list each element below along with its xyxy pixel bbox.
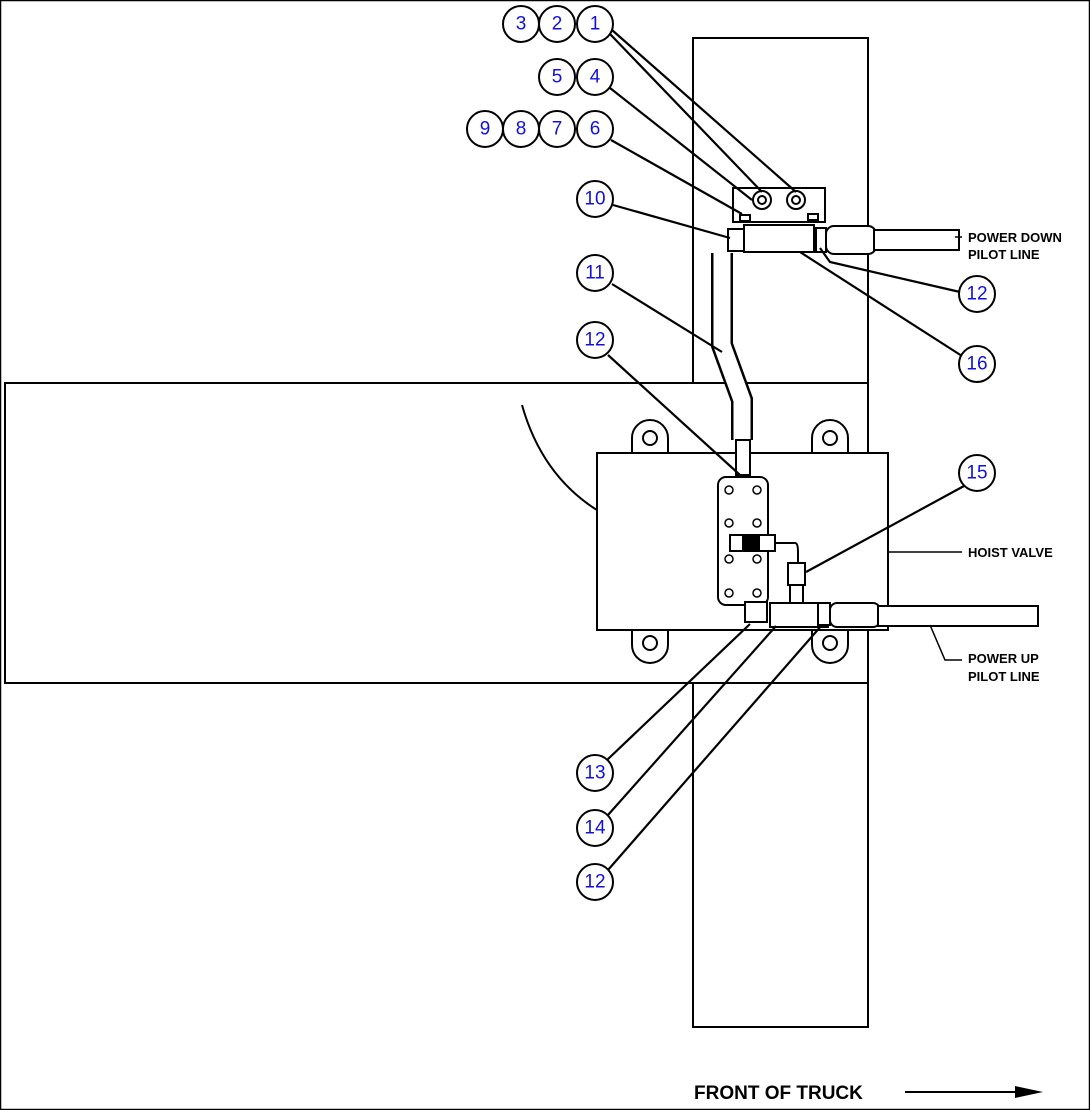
callout-12-lower[interactable]: 12 — [576, 863, 614, 901]
callout-14[interactable]: 14 — [576, 809, 614, 847]
callout-1[interactable]: 1 — [576, 5, 614, 43]
svg-text:15: 15 — [966, 463, 987, 484]
callout-16[interactable]: 16 — [958, 345, 996, 383]
callout-3[interactable]: 3 — [502, 5, 540, 43]
label-power-up: POWER UP — [968, 651, 1039, 666]
arrow-right-icon — [905, 1086, 1043, 1098]
svg-text:4: 4 — [590, 67, 601, 88]
label-front-of-truck: FRONT OF TRUCK — [694, 1083, 863, 1104]
svg-text:9: 9 — [480, 119, 491, 140]
pilot-valve-block — [711, 187, 960, 476]
svg-text:5: 5 — [552, 67, 563, 88]
svg-text:14: 14 — [584, 818, 606, 839]
svg-text:1: 1 — [590, 14, 601, 35]
leader-lines — [606, 29, 965, 871]
callout-4[interactable]: 4 — [576, 58, 614, 96]
label-power-up-pilot: PILOT LINE — [968, 669, 1040, 684]
svg-text:2: 2 — [552, 14, 563, 35]
svg-text:7: 7 — [552, 119, 563, 140]
svg-text:6: 6 — [590, 119, 601, 140]
power-down-line — [873, 229, 960, 251]
callout-9[interactable]: 9 — [466, 110, 504, 148]
svg-text:8: 8 — [516, 119, 527, 140]
callout-10[interactable]: 10 — [576, 180, 614, 218]
svg-text:12: 12 — [584, 330, 605, 351]
callout-15[interactable]: 15 — [958, 454, 996, 492]
callout-2[interactable]: 2 — [538, 5, 576, 43]
svg-text:3: 3 — [516, 14, 527, 35]
callout-12-right[interactable]: 12 — [958, 275, 996, 313]
callout-8[interactable]: 8 — [502, 110, 540, 148]
callout-7[interactable]: 7 — [538, 110, 576, 148]
svg-text:12: 12 — [584, 872, 605, 893]
callout-13[interactable]: 13 — [576, 754, 614, 792]
callout-12-upper[interactable]: 12 — [576, 321, 614, 359]
label-hoist-valve: HOIST VALVE — [968, 545, 1053, 560]
callout-11[interactable]: 11 — [576, 254, 614, 292]
svg-text:10: 10 — [584, 189, 605, 210]
svg-text:12: 12 — [966, 284, 987, 305]
callout-5[interactable]: 5 — [538, 58, 576, 96]
power-up-line — [877, 605, 1039, 627]
svg-text:16: 16 — [966, 354, 987, 375]
hoist-valve-body — [717, 476, 1039, 628]
svg-text:13: 13 — [584, 763, 605, 784]
callout-6[interactable]: 6 — [576, 110, 614, 148]
svg-text:11: 11 — [585, 263, 605, 284]
label-power-down: POWER DOWN — [968, 230, 1062, 245]
label-power-down-pilot: PILOT LINE — [968, 247, 1040, 262]
